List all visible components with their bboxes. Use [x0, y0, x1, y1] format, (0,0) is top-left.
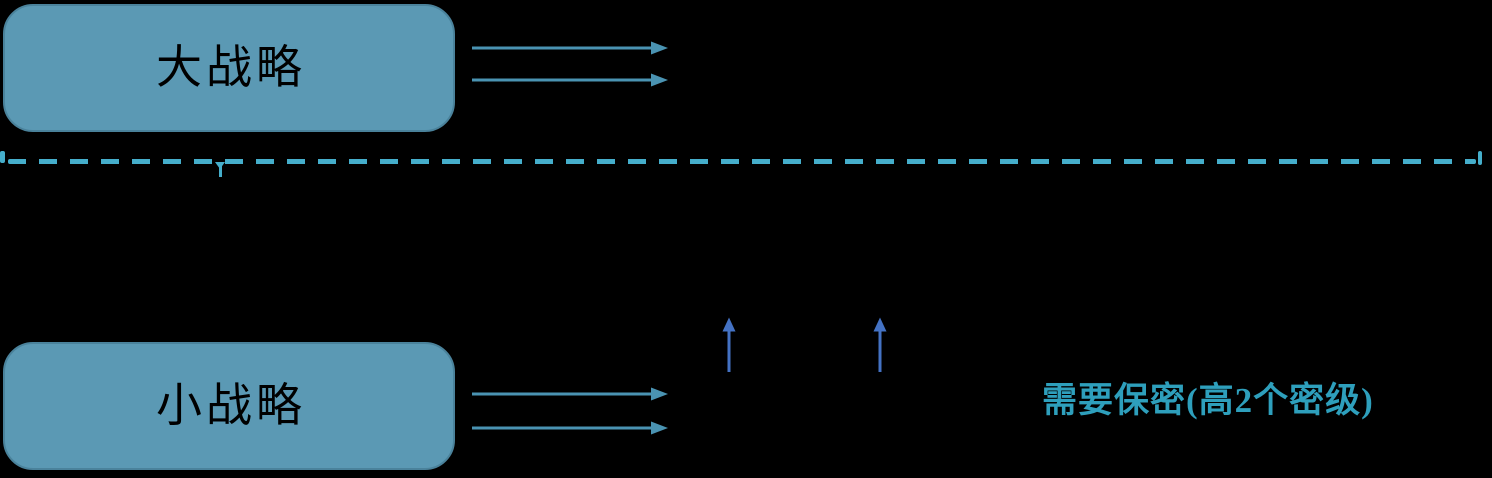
up-arrow-icon: [873, 317, 887, 372]
right-arrow-icon: [472, 41, 668, 55]
divider-down-tick-stem: [219, 165, 222, 177]
grand-strategy-label: 大战略: [156, 42, 306, 93]
divider-left-tick: [0, 151, 5, 163]
right-arrow-icon: [472, 73, 668, 87]
small-strategy-box: 小战略: [3, 342, 455, 470]
right-arrow-icon: [472, 387, 668, 401]
small-strategy-label: 小战略: [156, 380, 306, 431]
up-arrow-icon: [722, 317, 736, 372]
secrecy-annotation: 需要保密(高2个密级): [1042, 381, 1374, 420]
right-arrow-icon: [472, 421, 668, 435]
dashed-divider-line: [8, 159, 1476, 164]
grand-strategy-box: 大战略: [3, 4, 455, 132]
divider-right-tick: [1478, 151, 1482, 165]
